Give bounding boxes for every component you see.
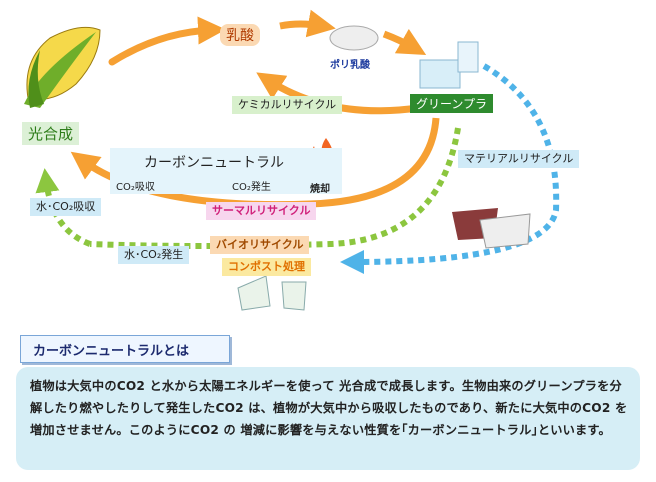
powder-icon (329, 25, 379, 51)
arrow-bio-recycle (89, 127, 461, 249)
tray-icon (419, 41, 479, 89)
water-co2-emit-tag: 水･CO₂発生 (118, 246, 190, 264)
arrow-lactic-to-poly (279, 9, 336, 38)
carbon-cycle-diagram: 光合成 乳酸 ポリ乳酸 グリーンプラ ケミカルリサイクル マテリアルリサイクル … (22, 9, 580, 311)
arrow-material-recycle (340, 63, 560, 274)
compost-tag: コンポスト処理 (222, 258, 311, 276)
carbon-neutral-box (110, 148, 342, 194)
lactic-acid-label: 乳酸 (220, 24, 260, 46)
planter-icon (452, 208, 531, 249)
arrow-poly-to-plastic (382, 28, 427, 55)
thermal-recycle-tag: サーマルリサイクル (206, 202, 317, 220)
explanation-title-box: カーボンニュートラルとは (20, 335, 230, 363)
chemical-recycle-tag: ケミカルリサイクル (232, 96, 343, 114)
material-recycle-tag: マテリアルリサイクル (458, 150, 580, 168)
water-co2-absorb-tag: 水･CO₂吸収 (30, 198, 102, 216)
corn-icon (24, 26, 101, 108)
carbon-neutral-label: カーボンニュートラル (144, 155, 284, 171)
arrow-water-co2 (35, 168, 92, 247)
co2-absorb-label: CO₂吸収 (116, 182, 155, 193)
explanation-box: 植物は大気中のCO2 と水から太陽エネルギーを使って 光合成で成長します。生物由… (16, 367, 640, 470)
polylactic-acid-label: ポリ乳酸 (330, 60, 370, 71)
explanation-text: 植物は大気中のCO2 と水から太陽エネルギーを使って 光合成で成長します。生物由… (30, 379, 628, 437)
green-plastic-label: グリーンプラ (410, 94, 494, 113)
bio-recycle-tag: バイオリサイクル (210, 236, 310, 254)
photosynthesis-label: 光合成 (22, 122, 80, 145)
explanation-title: カーボンニュートラルとは (33, 344, 190, 359)
compost-icon (237, 275, 307, 311)
arrow-corn-to-lactic (108, 16, 226, 66)
burning-label: 焼却 (310, 184, 330, 195)
co2-emit-label: CO₂発生 (232, 182, 271, 193)
